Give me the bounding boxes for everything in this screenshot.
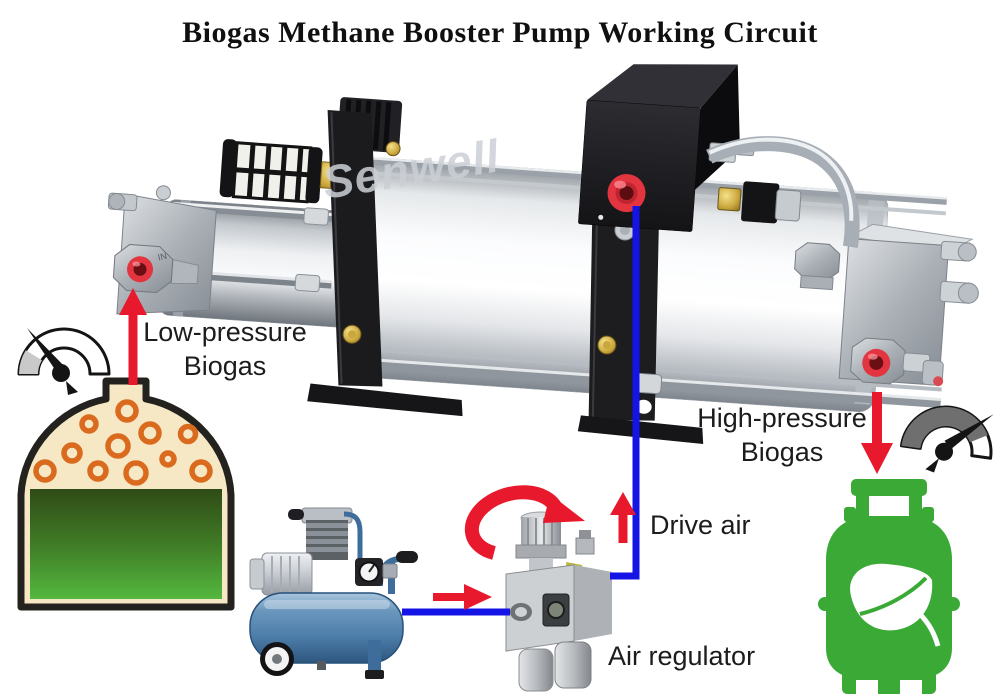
air-regulator-unit xyxy=(505,511,612,692)
compressor-tank xyxy=(249,592,404,664)
air-compressor xyxy=(249,507,418,679)
drive-air-label: Drive air xyxy=(650,510,751,540)
pressure-gauge-low-icon xyxy=(17,327,111,395)
high-pressure-arrow xyxy=(861,392,893,474)
left-bracket xyxy=(307,109,463,417)
right-bracket xyxy=(577,169,704,445)
digester-liquid xyxy=(30,489,222,599)
air-regulator-label: Air regulator xyxy=(608,641,756,671)
biogas-digester-tank xyxy=(17,377,235,611)
pump-inlet-block: IN xyxy=(107,185,217,315)
inlet-marking-text: IN xyxy=(157,251,168,263)
high-pressure-biogas-label: High-pressure Biogas xyxy=(697,403,867,467)
flow-arrows xyxy=(119,288,893,610)
pressure-gauge-high-icon xyxy=(899,405,994,473)
gas-cylinder xyxy=(818,479,960,694)
high-pressure-tube xyxy=(706,136,860,291)
page-title: Biogas Methane Booster Pump Working Circ… xyxy=(182,16,818,49)
drive-air-arrow xyxy=(610,492,636,543)
regulator-to-pump-line xyxy=(610,206,640,580)
pump-outlet-block xyxy=(838,223,979,387)
leaf-icon xyxy=(850,563,941,647)
compressor-arrow xyxy=(433,584,492,610)
low-pressure-biogas-label: Low-pressure Biogas xyxy=(143,317,307,381)
low-pressure-arrow xyxy=(119,288,147,385)
muffler xyxy=(219,139,347,204)
rotation-arrow xyxy=(464,485,585,560)
booster-pump: IN xyxy=(107,64,979,445)
biogas-bubbles xyxy=(33,399,213,486)
air-lines xyxy=(402,206,640,616)
